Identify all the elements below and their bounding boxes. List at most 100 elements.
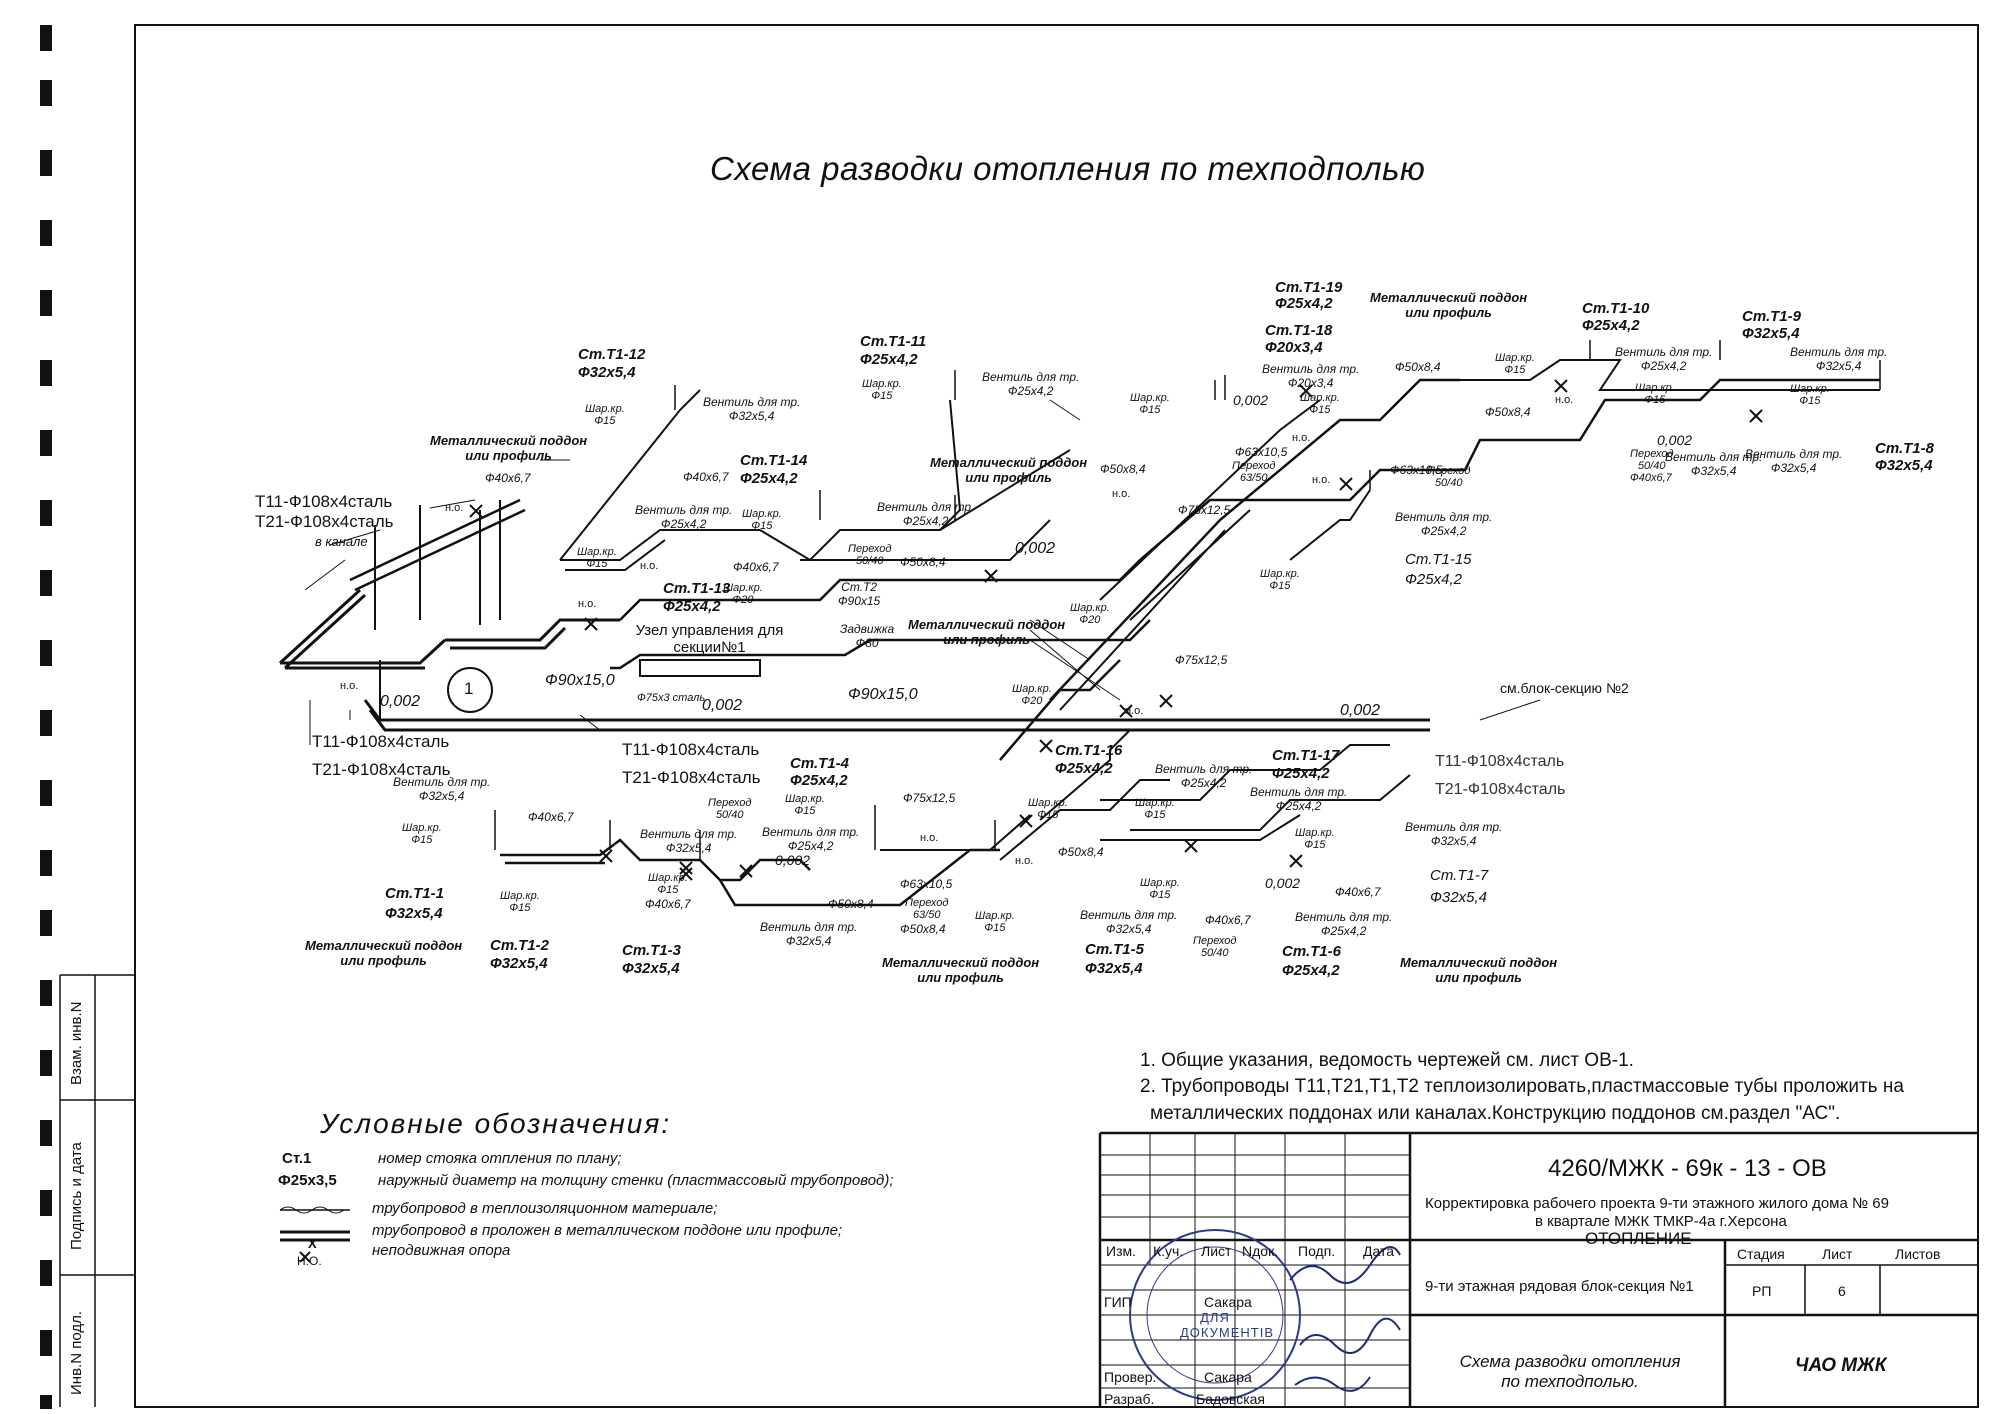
transition-text: Переход [1232, 460, 1276, 472]
drawing-title: Схема разводки отопления по техподполью [710, 150, 1426, 187]
legend-code-diameter: Ф25х3,5 [278, 1172, 337, 1189]
slope-value: 0,002 [1340, 702, 1381, 719]
col-list: Лист [1201, 1243, 1232, 1259]
legend-code-riser: Ст.1 [282, 1150, 312, 1167]
binder-mark [40, 980, 52, 1006]
ball-valve-text: Шар.кр. [648, 872, 688, 884]
ball-valve-text: Шар.кр. [402, 822, 442, 834]
valve-dia: Ф32х5,4 [1815, 359, 1862, 373]
riser-diameter: Ф20х3,4 [1265, 339, 1323, 356]
ball-valve-text: Шар.кр. [975, 910, 1015, 922]
ball-valve-label: Шар.кр. Ф15 [785, 793, 825, 817]
transition-size: 63/50 [912, 909, 941, 921]
note-1: 1. Общие указания, ведомость чертежей см… [1140, 1050, 1634, 1071]
ball-valve-dia: Ф15 [1037, 809, 1059, 821]
binder-mark [40, 360, 52, 386]
valve-text: Вентиль для тр. [393, 775, 491, 789]
riser-diameter: Ф25х4,2 [663, 598, 721, 615]
gate-valve-dia: Ф80 [855, 636, 879, 650]
riser-diameter: Ф32х5,4 [578, 364, 636, 381]
col-ndok: Nдок. [1242, 1243, 1279, 1259]
ball-valve-text: Шар.кр. [1070, 602, 1110, 614]
valve-label: Вентиль для тр. Ф25х4,2 [982, 370, 1079, 398]
valve-text: Вентиль для тр. [635, 503, 733, 517]
riser-name: Ст.Т1-4 [790, 755, 849, 772]
valve-label: Вентиль для тр. Ф25х4,2 [1250, 785, 1347, 813]
valve-dia: Ф32х5,4 [665, 841, 712, 855]
riser-name: Ст.Т1-17 [1272, 747, 1340, 764]
tray-text: Металлический поддон [1370, 290, 1528, 305]
tray-profile: или профиль [465, 448, 552, 463]
riser-name: Ст.Т1-14 [740, 452, 808, 469]
ball-valve-dia: Ф15 [751, 520, 773, 532]
tray-text: Металлический поддон [1400, 955, 1558, 970]
ball-valve-text: Шар.кр. [1135, 797, 1175, 809]
riser-name: Ст.Т1-7 [1430, 867, 1489, 884]
binder-mark [40, 780, 52, 806]
tray-label: Металлический поддон или профиль [930, 455, 1087, 485]
ball-valve-dia: Ф15 [1139, 404, 1161, 416]
drawing-name-1: Схема разводки отопления [1459, 1352, 1681, 1371]
name-checked: Сакара [1204, 1369, 1252, 1385]
ball-valve-dia: Ф15 [1304, 839, 1326, 851]
riser-diameter: Ф25х4,2 [1055, 760, 1113, 777]
transition-size: 50/40 [1637, 460, 1666, 472]
note-2a: 2. Трубопроводы Т11,Т21,Т1,Т2 теплоизоли… [1140, 1076, 1904, 1097]
main-label: Т11-Ф108х4сталь Т21-Ф108х4сталь в канале [255, 492, 394, 552]
ball-valve-text: Шар.кр. [1130, 392, 1170, 404]
valve-text: Вентиль для тр. [877, 500, 975, 514]
tray-text: Металлический поддон [882, 955, 1040, 970]
transition-text: Переход [708, 797, 752, 809]
valve-text: Вентиль для тр. [1790, 345, 1888, 359]
ball-valve-label: Шар.кр. Ф15 [975, 910, 1015, 934]
transition-size: 50/40 [715, 809, 744, 821]
valve-text: Вентиль для тр. [1615, 345, 1713, 359]
stage-header: Стадия [1737, 1246, 1785, 1262]
name-developed: Бадовская [1196, 1391, 1266, 1407]
fixed-support-label: н.о. [1125, 705, 1144, 717]
ball-valve-dia: Ф20 [1079, 614, 1101, 626]
valve-dia: Ф32х5,4 [1690, 464, 1737, 478]
ball-valve-dia: Ф15 [586, 558, 608, 570]
pipe-diameter: Ф40х6,7 [1335, 885, 1381, 899]
ball-valve-dia: Ф15 [509, 902, 531, 914]
pipe-diameter: Ф75х12,5 [1175, 653, 1228, 667]
valve-text: Вентиль для тр. [1250, 785, 1348, 799]
valve-dia: Ф25х4,2 [1420, 524, 1467, 538]
ball-valve-text: Шар.кр. [500, 890, 540, 902]
transition-size: 63/50 [1239, 472, 1268, 484]
transition-label: Переход 50/40 [848, 543, 891, 567]
name-gip: Сакара [1204, 1294, 1252, 1310]
valve-text: Вентиль для тр. [640, 827, 738, 841]
riser-diameter: Ф25х4,2 [1582, 317, 1640, 334]
pipe-diameter: Ф90х15,0 [848, 686, 918, 703]
valve-dia: Ф25х4,2 [1320, 924, 1367, 938]
ball-valve-text: Шар.кр. [1295, 827, 1335, 839]
main-channel: в канале [315, 534, 368, 549]
riser-t2-name: Ст.Т2 [841, 580, 878, 594]
ball-valve-dia: Ф15 [1799, 395, 1821, 407]
riser-label: Ст.Т1-19 Ф25х4,2 [1275, 280, 1342, 312]
riser-name: Ст.Т1-13 [663, 580, 731, 597]
transition-text: Переход [1630, 448, 1674, 460]
riser-diameter: Ф25х4,2 [790, 772, 848, 789]
binder-mark [40, 910, 52, 936]
binder-mark [40, 1395, 52, 1409]
tray-profile: или профиль [917, 970, 1004, 985]
role-developed: Разраб. [1104, 1391, 1155, 1407]
binder-mark [40, 850, 52, 876]
ball-valve-dia: Ф15 [1504, 364, 1526, 376]
riser-name: Ст.Т1-1 [385, 885, 444, 902]
legend-title: Условные обозначения: [320, 1108, 672, 1139]
slope-value: 0,002 [1657, 432, 1693, 448]
ball-valve-dia: Ф15 [1149, 889, 1171, 901]
ball-valve-text: Шар.кр. [785, 793, 825, 805]
valve-text: Вентиль для тр. [1080, 908, 1178, 922]
ball-valve-text: Шар.кр. [1495, 352, 1535, 364]
ball-valve-dia: Ф15 [1144, 809, 1166, 821]
riser-label: Ст.Т1-18 Ф20х3,4 [1265, 322, 1332, 356]
fixed-support-label: н.о. [1112, 488, 1131, 500]
valve-label: Вентиль для тр. Ф32х5,4 [703, 395, 800, 423]
